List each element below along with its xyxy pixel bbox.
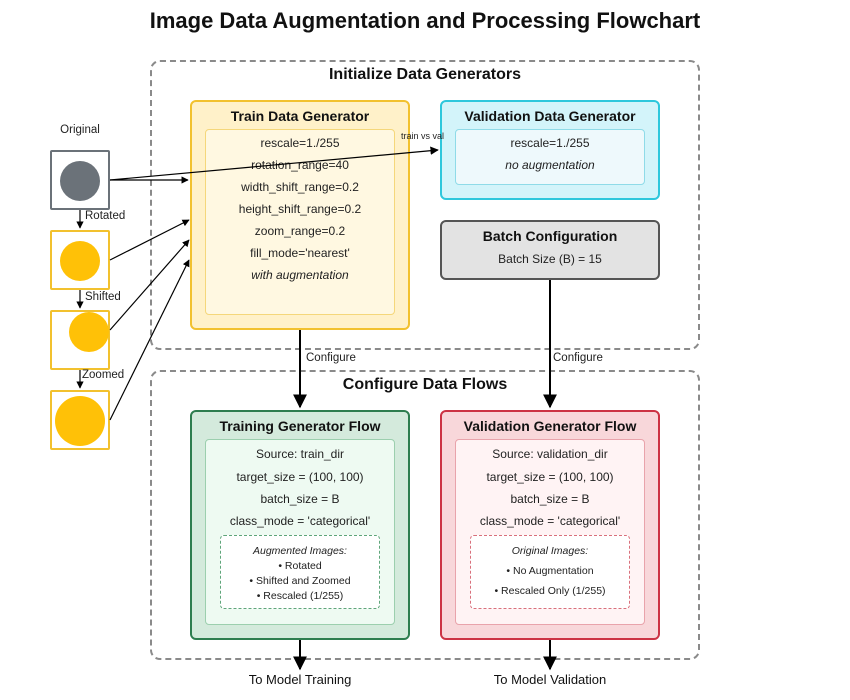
zoomed-label: Zoomed: [82, 369, 125, 381]
note-item: • No Augmentation: [506, 565, 594, 577]
param-line: batch_size = B: [510, 492, 590, 506]
param-line: height_shift_range=0.2: [238, 202, 362, 216]
to-model-validation-label: To Model Validation: [493, 672, 607, 687]
note-item: • Rescaled Only (1/255): [494, 585, 606, 597]
augmentation-note: with augmentation: [251, 268, 349, 282]
batch-size-value: Batch Size (B) = 15: [498, 252, 602, 266]
param-line: width_shift_range=0.2: [241, 180, 359, 194]
rotated-label: Rotated: [85, 210, 126, 222]
original-images-note: Original Images: • No Augmentation • Res…: [470, 535, 630, 609]
augmented-images-note: Augmented Images: • Rotated • Shifted an…: [220, 535, 380, 609]
batch-configuration[interactable]: Batch Configuration Batch Size (B) = 15: [440, 220, 660, 280]
configure-label-validation: Configure: [553, 352, 603, 364]
param-line: batch_size = B: [260, 492, 340, 506]
train-generator-title: Train Data Generator: [230, 108, 370, 124]
param-line: fill_mode='nearest': [250, 246, 350, 260]
original-image: [50, 150, 110, 210]
init-generators-title: Initialize Data Generators: [328, 66, 522, 83]
param-line: Source: train_dir: [255, 447, 345, 461]
configure-label-train: Configure: [306, 352, 356, 364]
gray-circle: [60, 161, 100, 201]
train-vs-val-label: train vs val: [401, 131, 445, 141]
note-item: • Rotated: [278, 560, 322, 572]
shifted-label: Shifted: [85, 291, 121, 303]
page-title: Image Data Augmentation and Processing F…: [149, 8, 701, 33]
shifted-image: [50, 310, 110, 370]
param-line: Source: validation_dir: [492, 447, 608, 461]
note-title: Original Images:: [511, 545, 589, 557]
configure-flows-region: [150, 370, 700, 660]
note-title: Augmented Images:: [253, 545, 347, 557]
note-item: • Shifted and Zoomed: [249, 575, 351, 587]
configure-flows-title: Configure Data Flows: [342, 376, 508, 393]
param-line: class_mode = 'categorical': [229, 514, 371, 528]
yellow-circle: [60, 241, 100, 281]
yellow-circle: [69, 312, 109, 352]
validation-generator-params: rescale=1./255 no augmentation: [455, 129, 645, 185]
zoomed-image: [50, 390, 110, 450]
param-line: class_mode = 'categorical': [479, 514, 621, 528]
param-line: zoom_range=0.2: [254, 224, 346, 238]
batch-config-title: Batch Configuration: [482, 228, 618, 244]
train-generator-params: rescale=1./255 rotation_range=40 width_s…: [205, 129, 395, 315]
to-model-training-label: To Model Training: [248, 672, 352, 687]
param-line: target_size = (100, 100): [486, 470, 614, 484]
param-line: rotation_range=40: [251, 158, 349, 172]
param-line: rescale=1./255: [260, 136, 340, 150]
validation-flow-title: Validation Generator Flow: [463, 418, 637, 434]
original-label: Original: [60, 124, 100, 136]
validation-generator-title: Validation Data Generator: [464, 108, 636, 124]
yellow-circle: [55, 396, 105, 446]
note-item: • Rescaled (1/255): [256, 590, 344, 602]
param-line: target_size = (100, 100): [236, 470, 364, 484]
no-augmentation-note: no augmentation: [505, 158, 595, 172]
rotated-image: [50, 230, 110, 290]
init-generators-region: [150, 60, 700, 350]
param-line: rescale=1./255: [510, 136, 590, 150]
training-flow-title: Training Generator Flow: [219, 418, 381, 434]
